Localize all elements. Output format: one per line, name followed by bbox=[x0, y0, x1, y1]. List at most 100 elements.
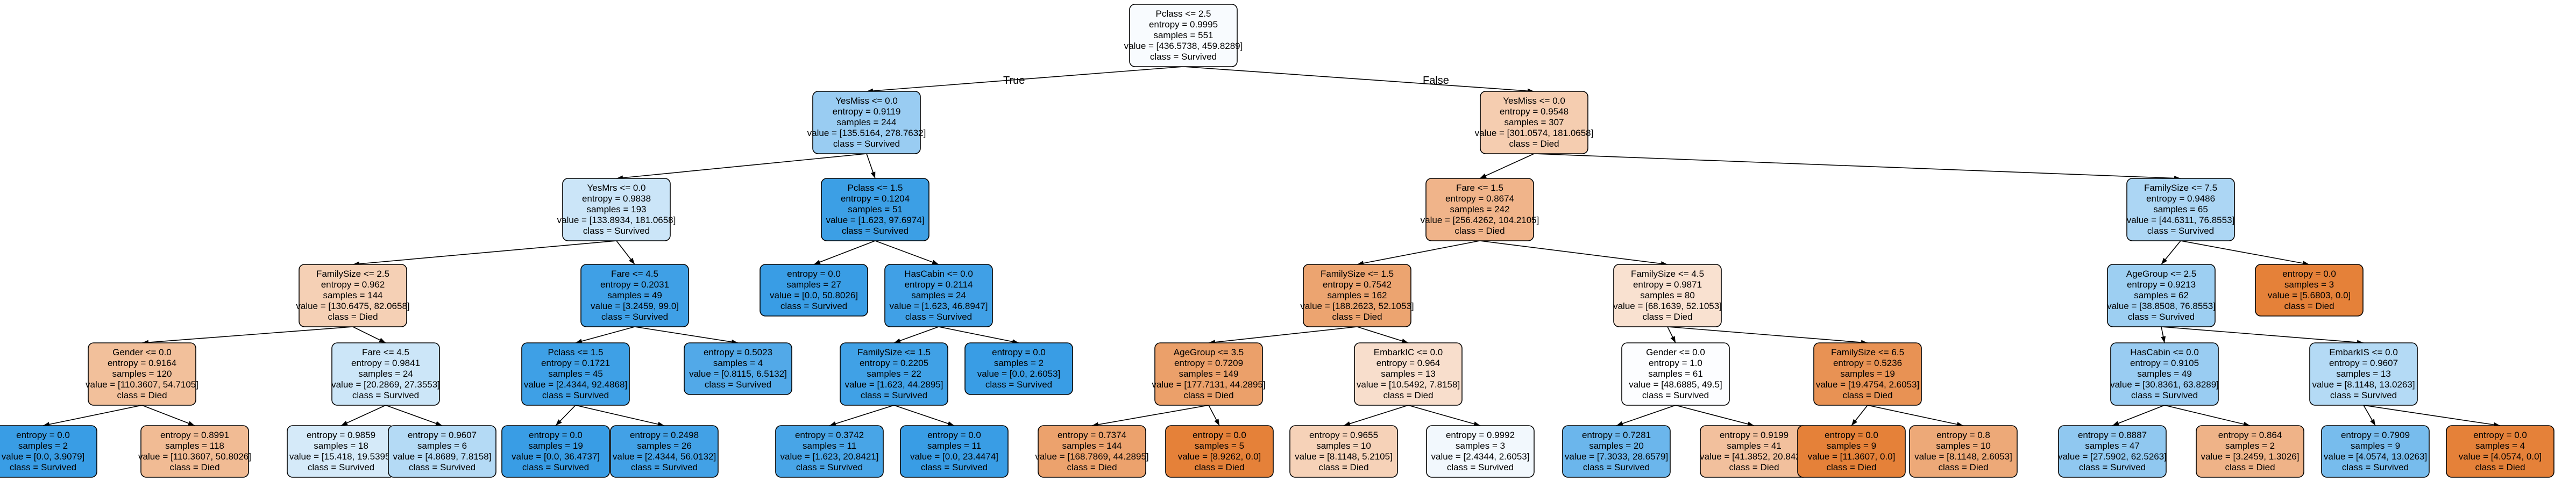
tree-edge bbox=[866, 66, 1184, 92]
tree-node-line: entropy = 0.9871 bbox=[1633, 279, 1702, 290]
tree-node-line: entropy = 0.1204 bbox=[841, 193, 910, 204]
tree-node-box bbox=[760, 264, 868, 317]
tree-node-line: entropy = 0.9841 bbox=[351, 358, 420, 368]
tree-edge bbox=[1534, 153, 2181, 179]
tree-node-line: samples = 61 bbox=[1648, 369, 1703, 379]
tree-node-box bbox=[840, 342, 948, 406]
tree-node-line: entropy = 0.7542 bbox=[1323, 279, 1392, 290]
tree-edge bbox=[1616, 405, 1676, 426]
tree-edge bbox=[141, 405, 195, 426]
tree-node-box bbox=[299, 264, 407, 327]
tree-node-line: Fare <= 4.5 bbox=[611, 269, 658, 279]
tree-edge-arrowhead bbox=[1616, 421, 1623, 426]
tree-node-line: entropy = 0.962 bbox=[321, 279, 385, 290]
tree-edge bbox=[340, 405, 386, 426]
tree-node-line: value = [4.8689, 7.8158] bbox=[393, 451, 492, 462]
tree-node-box bbox=[2110, 342, 2219, 406]
tree-node-line: value = [27.5902, 62.5263] bbox=[2058, 451, 2167, 462]
tree-node-line: entropy = 0.0 bbox=[787, 269, 841, 279]
tree-node-line: entropy = 0.9199 bbox=[1720, 430, 1789, 440]
tree-edge bbox=[1408, 405, 1481, 426]
tree-node-line: value = [10.5492, 7.8158] bbox=[1357, 379, 1460, 390]
tree-node-line: entropy = 0.964 bbox=[1376, 358, 1440, 368]
tree-node-line: entropy = 0.0 bbox=[992, 347, 1046, 357]
tree-node-line: entropy = 0.7374 bbox=[1058, 430, 1126, 440]
tree-node-line: class = Survived bbox=[905, 312, 972, 322]
tree-node-box bbox=[964, 342, 1073, 395]
tree-node-line: samples = 24 bbox=[358, 369, 413, 379]
tree-node-line: value = [68.1639, 52.1053] bbox=[1613, 301, 1722, 311]
tree-node-line: class = Died bbox=[1194, 462, 1244, 472]
tree-node-line: FamilySize <= 4.5 bbox=[1631, 269, 1704, 279]
tree-node-line: class = Died bbox=[2225, 462, 2275, 472]
tree-node-line: class = Died bbox=[1842, 390, 1892, 400]
tree-node-line: samples = 45 bbox=[548, 369, 603, 379]
tree-edge bbox=[575, 326, 635, 343]
tree-node-box bbox=[900, 425, 1009, 478]
tree-node-line: samples = 20 bbox=[1589, 441, 1644, 451]
true-edge-label: True bbox=[1003, 75, 1025, 87]
tree-node-line: class = Died bbox=[2284, 301, 2334, 311]
tree-node-line: class = Survived bbox=[308, 462, 374, 472]
tree-node-line: class = Died bbox=[1067, 462, 1117, 472]
tree-edge bbox=[1667, 326, 1868, 343]
tree-node-line: entropy = 0.9995 bbox=[1149, 19, 1218, 30]
tree-edge-arrowhead bbox=[576, 339, 583, 344]
tree-node-line: class = Survived bbox=[796, 462, 863, 472]
tree-node-line: entropy = 0.0 bbox=[1825, 430, 1878, 440]
tree-node-line: value = [2.4344, 92.4868] bbox=[524, 379, 627, 390]
tree-node-line: value = [0.0, 3.9079] bbox=[2, 451, 85, 462]
tree-node-line: YesMiss <= 0.0 bbox=[1503, 96, 1565, 106]
tree-edge bbox=[813, 240, 876, 265]
tree-node-box bbox=[775, 425, 884, 478]
tree-node-box bbox=[1621, 342, 1730, 406]
tree-node-line: class = Survived bbox=[542, 390, 609, 400]
tree-node-box bbox=[1354, 342, 1463, 406]
tree-node-line: class = Survived bbox=[780, 301, 847, 311]
tree-node-line: class = Survived bbox=[522, 462, 589, 472]
tree-node-box bbox=[88, 342, 196, 406]
tree-node-line: FamilySize <= 1.5 bbox=[1321, 269, 1394, 279]
tree-node-line: class = Survived bbox=[985, 379, 1052, 390]
tree-node-line: entropy = 0.8991 bbox=[160, 430, 229, 440]
tree-node-line: entropy = 0.0 bbox=[2282, 269, 2336, 279]
tree-node-line: class = Died bbox=[2475, 462, 2525, 472]
tree-edge-arrowhead bbox=[435, 421, 442, 426]
tree-node-line: class = Survived bbox=[2147, 226, 2214, 236]
tree-node-box bbox=[1165, 425, 1274, 478]
tree-node-line: entropy = 0.9548 bbox=[1500, 106, 1569, 117]
tree-node-box bbox=[821, 178, 929, 241]
tree-node-line: class = Died bbox=[1454, 226, 1505, 236]
tree-node-line: entropy = 0.9213 bbox=[2127, 279, 2196, 290]
tree-node-box bbox=[140, 425, 249, 478]
tree-node-line: FamilySize <= 7.5 bbox=[2144, 183, 2217, 193]
tree-node-box bbox=[521, 342, 630, 406]
tree-node-line: class = Survived bbox=[861, 390, 927, 400]
tree-node-line: samples = 144 bbox=[1062, 441, 1122, 451]
tree-node-line: entropy = 0.1721 bbox=[541, 358, 610, 368]
tree-node-line: entropy = 0.2031 bbox=[600, 279, 669, 290]
tree-node-line: value = [135.5164, 278.7632] bbox=[807, 128, 926, 138]
tree-node-line: class = Survived bbox=[1150, 52, 1217, 62]
tree-node-line: samples = 19 bbox=[528, 441, 583, 451]
tree-node-line: Fare <= 1.5 bbox=[1456, 183, 1503, 193]
tree-node-box bbox=[1426, 425, 1535, 478]
tree-node-line: samples = 9 bbox=[1827, 441, 1876, 451]
tree-node-line: AgeGroup <= 3.5 bbox=[1174, 347, 1244, 357]
tree-node-line: entropy = 0.0 bbox=[2473, 430, 2527, 440]
tree-node-line: value = [1.623, 97.6974] bbox=[826, 215, 925, 225]
tree-node-line: value = [177.7131, 44.2895] bbox=[1152, 379, 1265, 390]
tree-node-line: samples = 26 bbox=[637, 441, 692, 451]
tree-edge-arrowhead bbox=[1401, 339, 1408, 343]
